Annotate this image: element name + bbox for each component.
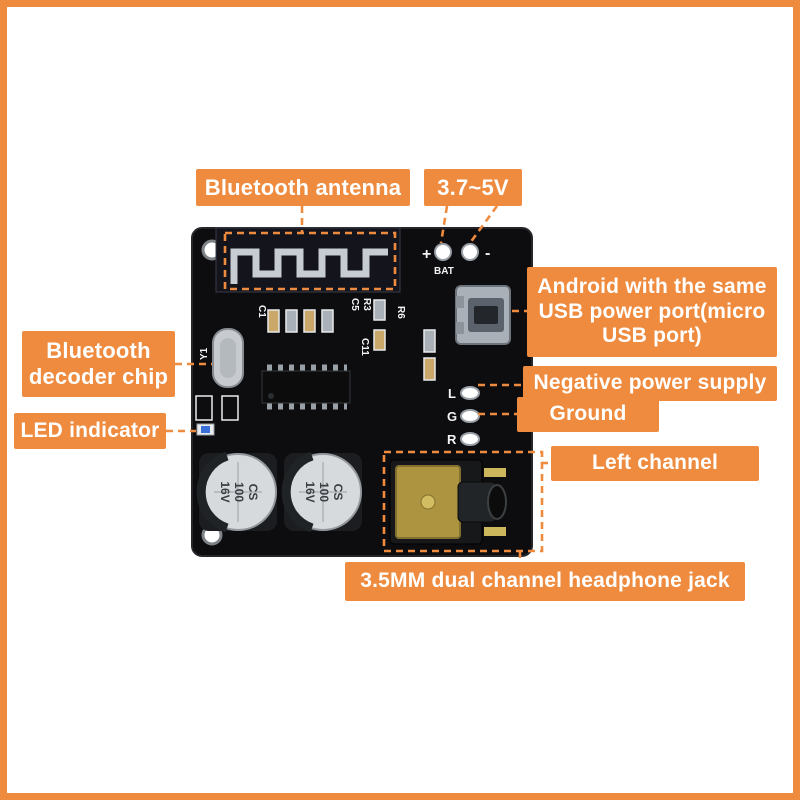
callout-voltage: 3.7~5V xyxy=(424,169,522,206)
c1-label: C1 xyxy=(256,305,267,318)
crystal-top xyxy=(220,338,236,378)
right-pad-label: R xyxy=(447,432,457,447)
cap-brand: CS xyxy=(331,484,345,501)
ground-pad-label: G xyxy=(447,409,457,424)
capacitor-1: CS 100 16V xyxy=(196,451,277,533)
r3-label: R3 xyxy=(361,298,372,311)
smd-pad xyxy=(303,309,316,333)
jack-opening xyxy=(487,484,507,520)
smd-pad xyxy=(321,309,334,333)
callout-decoder-chip: Bluetooth decoder chip xyxy=(22,331,175,397)
ic-pin1-dot xyxy=(268,393,274,399)
c5-label: C5 xyxy=(349,298,360,311)
voltage-connector-negative xyxy=(468,205,499,244)
cap-vent xyxy=(299,462,347,522)
y1-label: Y1 xyxy=(199,347,210,360)
bat-label: BAT xyxy=(434,266,454,277)
cap-value: 100 xyxy=(232,482,246,502)
voltage-connector-positive xyxy=(439,205,449,244)
jack-highlight-box xyxy=(382,450,544,553)
headphone-jack xyxy=(389,459,507,545)
micro-usb-port xyxy=(455,285,511,345)
smd-components xyxy=(195,299,436,421)
antenna-highlight-box xyxy=(223,231,397,291)
silkscreen-outline xyxy=(221,395,239,421)
callout-bluetooth-antenna: Bluetooth antenna xyxy=(196,169,410,206)
callout-left-channel: Left channel xyxy=(551,446,759,481)
right-pad xyxy=(460,432,480,446)
cap-voltage: 16V xyxy=(218,481,232,502)
callout-led-indicator: LED indicator xyxy=(14,413,166,449)
bluetooth-module xyxy=(215,227,401,293)
jack-screw xyxy=(420,494,436,510)
left-pad-label: L xyxy=(448,386,456,401)
led-die xyxy=(201,426,210,433)
cap-stripe xyxy=(196,451,229,533)
c11-label: C11 xyxy=(359,338,370,356)
cap-marking: CS 100 16V xyxy=(218,481,260,502)
minus-mark: - xyxy=(485,245,490,262)
battery-pad-positive xyxy=(434,243,452,261)
battery-pad-negative xyxy=(461,243,479,261)
ic-body xyxy=(261,370,351,404)
smd-pad xyxy=(423,357,436,381)
antenna-trace xyxy=(230,248,388,284)
callout-usb-power: Android with the same USB power port(mic… xyxy=(527,267,777,357)
silkscreen-outline xyxy=(195,395,213,421)
smd-pad xyxy=(373,299,386,321)
cap-value: 100 xyxy=(317,482,331,502)
jack-pin xyxy=(484,468,506,477)
cap-voltage: 16V xyxy=(303,481,317,502)
ground-pad xyxy=(460,409,480,423)
cap-marking: CS 100 16V xyxy=(303,481,345,502)
usb-tab xyxy=(456,296,464,308)
smd-pad xyxy=(285,309,298,333)
led-component xyxy=(196,423,215,436)
smd-pad xyxy=(423,329,436,353)
cap-brand: CS xyxy=(246,484,260,501)
usb-tab xyxy=(456,322,464,334)
jack-pin xyxy=(484,527,506,536)
r6-label: R6 xyxy=(395,306,406,319)
smd-pad xyxy=(373,329,386,351)
callout-headphone-jack: 3.5MM dual channel headphone jack xyxy=(345,562,745,601)
smd-pad xyxy=(267,309,280,333)
left-pad xyxy=(460,386,480,400)
usb-slot xyxy=(474,306,498,324)
capacitor-2: CS 100 16V xyxy=(281,451,362,533)
cap-stripe xyxy=(281,451,314,533)
decoder-ic xyxy=(261,364,351,410)
cap-vent xyxy=(214,462,262,522)
crystal-oscillator: Y1 xyxy=(199,328,244,388)
plus-mark: + xyxy=(422,246,431,263)
callout-negative-power: Negative power supply xyxy=(523,366,777,401)
callout-ground: Ground xyxy=(517,397,659,432)
